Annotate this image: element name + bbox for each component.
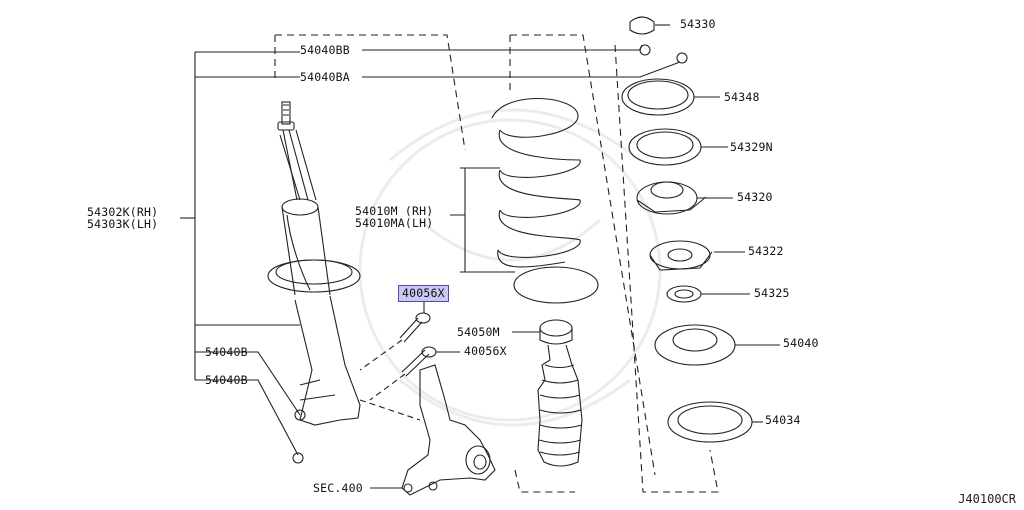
dashed-group-mount — [614, 44, 719, 493]
label-54040bb: 54040BB — [300, 43, 350, 57]
label-strut-rh: 54302K(RH) — [87, 205, 159, 219]
dashed-group-spring — [509, 34, 656, 493]
bolt-upper — [399, 300, 431, 343]
strut-assembly — [267, 101, 361, 464]
bump-stopper — [512, 319, 583, 467]
label-54325: 54325 — [754, 286, 790, 300]
label-strut-lh: 54303K(LH) — [87, 217, 159, 231]
label-sec-400: SEC.400 — [313, 481, 363, 495]
watermark-emblem — [358, 108, 662, 427]
dashed-group-strut — [274, 34, 466, 151]
mount-parts — [621, 16, 780, 443]
label-54330: 54330 — [680, 17, 716, 31]
label-54348: 54348 — [724, 90, 760, 104]
label-54040b-lower: 54040B — [205, 373, 248, 387]
label-54034: 54034 — [765, 413, 801, 427]
bolt-lower — [401, 346, 460, 377]
label-40056x-highlighted[interactable]: 40056X — [398, 285, 449, 302]
bracket-main — [180, 51, 300, 326]
steering-knuckle — [370, 364, 496, 496]
label-54329n: 54329N — [730, 140, 773, 154]
diagram-code: J40100CR — [958, 492, 1016, 506]
coil-spring — [450, 97, 599, 304]
label-54322: 54322 — [748, 244, 784, 258]
label-54040b-upper: 54040B — [205, 345, 248, 359]
label-spring-rh: 54010M (RH) — [355, 204, 434, 218]
label-spring-lh: 54010MA(LH) — [355, 216, 434, 230]
label-bump-stopper: 54050M — [457, 325, 500, 339]
label-54320: 54320 — [737, 190, 773, 204]
label-54040ba: 54040BA — [300, 70, 350, 84]
bracket-nuts — [194, 325, 301, 456]
label-40056x: 40056X — [464, 344, 507, 358]
label-54040: 54040 — [783, 336, 819, 350]
